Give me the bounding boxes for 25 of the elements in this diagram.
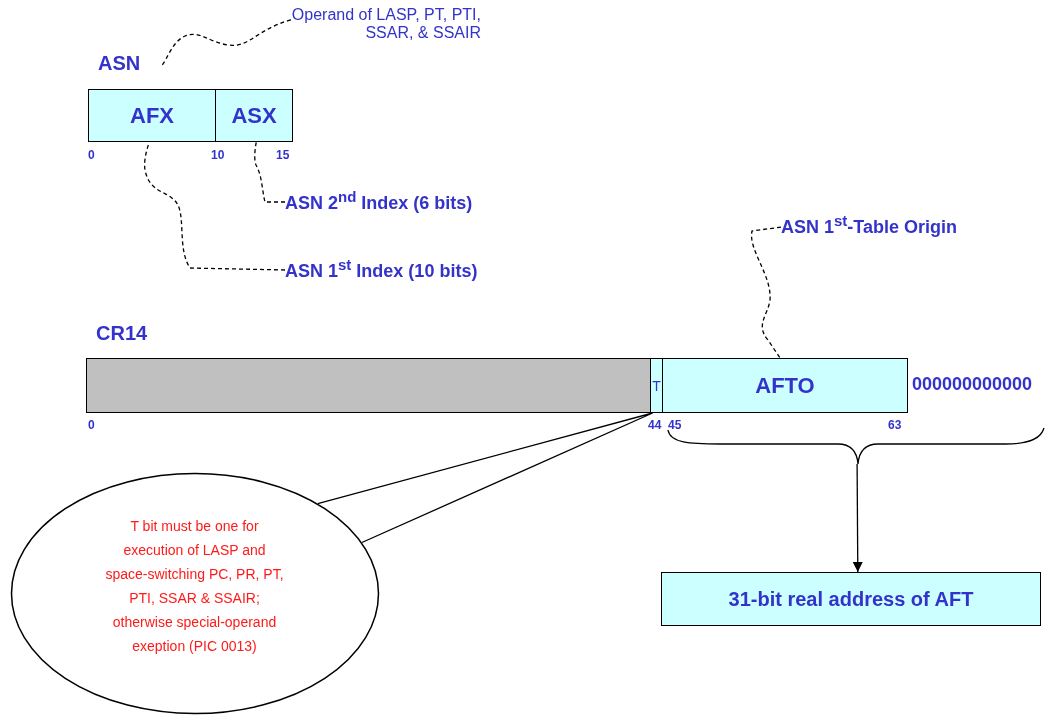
annotation-text: ASN 1$^{st}$ Index (10 bits) [285, 256, 535, 282]
register-name: CR14 [96, 322, 148, 345]
zero-bits: 000000000000 [912, 374, 1033, 395]
annotation-text: ASN 2$^{nd}$ Index (6 bits) [285, 188, 525, 214]
arrow [852, 463, 863, 573]
annotation-text: Operand of LASP, PT, PTI, SSAR, & SSAIR [291, 6, 481, 52]
bit-number: 0 [88, 148, 95, 162]
callout-pointer [317, 412, 654, 544]
bit-number: 10 [211, 148, 225, 162]
leader-line [254, 141, 286, 203]
callout-text: T bit must be one for execution of LASP and space-switching PC, PR, PT, PTI, SSAR & SSAIR; otherwise special-operand exeption (PIC 0013) [104, 517, 285, 656]
bit-field: AFX [88, 89, 216, 142]
bit-number: 63 [888, 418, 902, 432]
annotation-text: ASN 1$^{st}$-Table Origin [781, 212, 1011, 238]
bit-field: ASX [215, 89, 293, 142]
bit-number: 15 [276, 148, 290, 162]
reserved-field [86, 358, 651, 413]
bit-number: 44 [648, 418, 662, 432]
leader-line [750, 226, 782, 359]
bit-field: AFTO [662, 358, 908, 413]
leader-line [161, 19, 292, 67]
address-box: 31-bit real address of AFT [661, 572, 1041, 626]
register-name: ASN [98, 52, 141, 75]
bit-number: 0 [88, 418, 95, 432]
bit-number: 45 [668, 418, 682, 432]
